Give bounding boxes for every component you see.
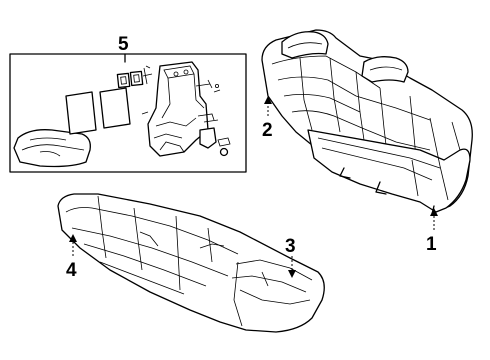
callout-3-label: 3 xyxy=(285,236,296,257)
callout-4-label: 4 xyxy=(66,260,77,281)
callout-3-arrow xyxy=(288,270,296,278)
callout-1-label: 1 xyxy=(426,234,437,255)
callout-4-arrow xyxy=(69,234,77,242)
callout-2-arrow xyxy=(264,96,272,104)
armrest-detail-box xyxy=(9,53,247,173)
seat-cushion-assembly xyxy=(57,193,325,333)
armrest-assembly xyxy=(13,61,231,168)
trim-panel-right xyxy=(99,87,131,129)
callout-1-arrow xyxy=(430,208,438,216)
callout-5-label: 5 xyxy=(118,34,129,55)
seat-back-assembly xyxy=(261,29,473,215)
callout-2-label: 2 xyxy=(262,120,273,141)
trim-panel-left xyxy=(65,91,97,135)
